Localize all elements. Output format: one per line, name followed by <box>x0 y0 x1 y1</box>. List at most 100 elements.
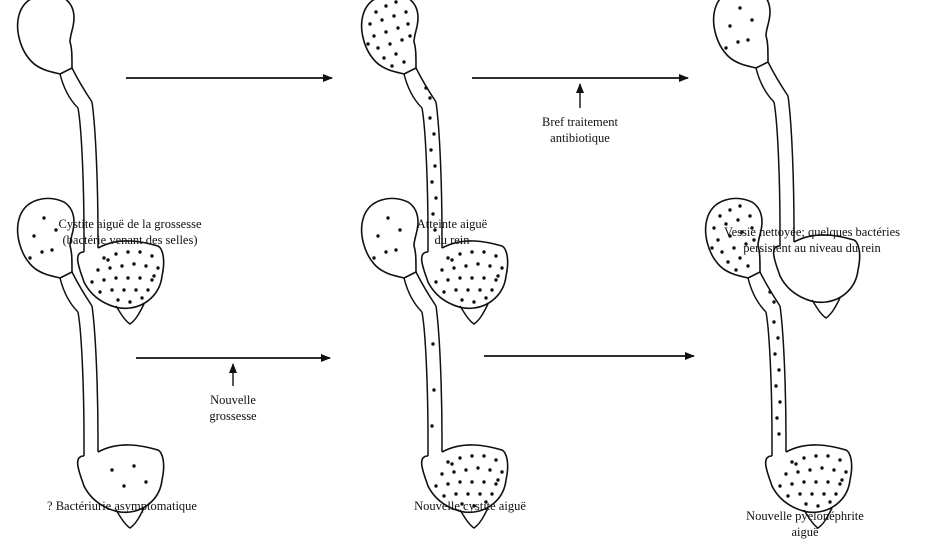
bladder-bacteria-dot <box>150 278 153 281</box>
stage-caption: Nouvelle pyélonéphrite <box>746 509 864 523</box>
ureter-bacteria-dot <box>430 180 433 183</box>
bladder-bacteria-dot <box>140 296 143 299</box>
bladder-bacteria-dot <box>144 264 147 267</box>
bladder-bacteria-dot <box>146 288 149 291</box>
bladder-bacteria-dot <box>96 268 99 271</box>
bladder-bacteria-dot <box>110 468 113 471</box>
bladder-bacteria-dot <box>90 280 93 283</box>
kidney-bacteria-dot <box>712 226 715 229</box>
kidney-bacteria-dot <box>724 222 727 225</box>
bladder-bacteria-dot <box>114 252 117 255</box>
kidney-bacteria-dot <box>738 256 741 259</box>
ureter-bacteria-dot <box>777 368 780 371</box>
bladder-bacteria-dot <box>470 276 473 279</box>
bladder-outline <box>766 445 852 512</box>
bladder-bacteria-dot <box>482 276 485 279</box>
ureter-bacteria-dot <box>776 336 779 339</box>
ureter-bacteria-dot <box>430 424 433 427</box>
ureter-bacteria-dot <box>424 86 427 89</box>
bladder-bacteria-dot <box>804 502 807 505</box>
ureter-bacteria-dot <box>777 432 780 435</box>
kidney-bacteria-dot <box>40 250 43 253</box>
bladder-bacteria-dot <box>834 492 837 495</box>
urethra-outline <box>812 298 840 318</box>
kidney-bacteria-dot <box>744 242 747 245</box>
kidney-bacteria-dot <box>726 260 729 263</box>
ureter-bacteria-dot <box>433 164 436 167</box>
bladder-bacteria-dot <box>446 278 449 281</box>
stage-illustration <box>362 198 508 528</box>
kidney-bacteria-dot <box>750 226 753 229</box>
bladder-outline <box>78 241 164 308</box>
bladder-bacteria-dot <box>838 482 841 485</box>
transition-label: Bref traitement <box>542 115 619 129</box>
bladder-bacteria-dot <box>434 280 437 283</box>
kidney-bacteria-dot <box>388 42 391 45</box>
bladder-bacteria-dot <box>464 264 467 267</box>
kidney-bacteria-dot <box>28 256 31 259</box>
bladder-bacteria-dot <box>442 494 445 497</box>
bladder-bacteria-dot <box>808 468 811 471</box>
bladder-bacteria-dot <box>150 254 153 257</box>
stage-caption: persistent au niveau du rein <box>743 241 881 255</box>
bladder-bacteria-dot <box>494 458 497 461</box>
bladder-bacteria-dot <box>470 250 473 253</box>
bladder-outline <box>422 241 508 308</box>
kidney-bacteria-dot <box>394 0 397 3</box>
kidney-bacteria-dot <box>42 216 45 219</box>
bladder-bacteria-dot <box>472 300 475 303</box>
ureter-outline <box>422 306 442 456</box>
kidney-bacteria-dot <box>374 10 377 13</box>
kidney-bacteria-dot <box>728 234 731 237</box>
kidney-bacteria-dot <box>750 18 753 21</box>
kidney-bacteria-dot <box>404 10 407 13</box>
kidney-bacteria-dot <box>408 34 411 37</box>
ureter-bacteria-dot <box>778 400 781 403</box>
kidney-bacteria-dot <box>54 228 57 231</box>
bladder-bacteria-dot <box>784 472 787 475</box>
renal-pelvis-outline <box>404 272 436 312</box>
bladder-bacteria-dot <box>458 480 461 483</box>
kidney-bacteria-dot <box>406 22 409 25</box>
bladder-bacteria-dot <box>138 250 141 253</box>
kidney-bacteria-dot <box>724 46 727 49</box>
kidney-bacteria-dot <box>372 34 375 37</box>
bladder-bacteria-dot <box>814 480 817 483</box>
bladder-bacteria-dot <box>98 290 101 293</box>
stage-caption: ? Bactériurie asymptomatique <box>47 499 197 513</box>
bladder-bacteria-dot <box>790 460 793 463</box>
bladder-bacteria-dot <box>134 288 137 291</box>
kidney-bacteria-dot <box>384 250 387 253</box>
kidney-bacteria-dot <box>384 30 387 33</box>
bladder-bacteria-dot <box>126 276 129 279</box>
transition-label: grossesse <box>209 409 257 423</box>
bladder-bacteria-dot <box>490 288 493 291</box>
ureter-bacteria-dot <box>434 196 437 199</box>
ureter-bacteria-dot <box>429 148 432 151</box>
bladder-bacteria-dot <box>152 274 155 277</box>
kidney-bacteria-dot <box>368 22 371 25</box>
stage-caption: Vessie nettoyée; quelques bactéries <box>724 225 900 239</box>
kidney-bacteria-dot <box>380 18 383 21</box>
urethra-outline <box>116 304 144 324</box>
kidney-bacteria-dot <box>728 208 731 211</box>
bladder-bacteria-dot <box>132 262 135 265</box>
bladder-bacteria-dot <box>446 482 449 485</box>
kidney-bacteria-dot <box>394 248 397 251</box>
kidney-bacteria-dot <box>718 214 721 217</box>
bladder-bacteria-dot <box>826 480 829 483</box>
kidney-bacteria-dot <box>400 38 403 41</box>
bladder-bacteria-dot <box>440 472 443 475</box>
kidney-bacteria-dot <box>746 264 749 267</box>
bladder-bacteria-dot <box>458 276 461 279</box>
bladder-bacteria-dot <box>458 252 461 255</box>
bladder-bacteria-dot <box>488 468 491 471</box>
bladder-bacteria-dot <box>450 258 453 261</box>
kidney-bacteria-dot <box>728 24 731 27</box>
ureter-bacteria-dot <box>775 416 778 419</box>
bladder-bacteria-dot <box>446 460 449 463</box>
stage-caption: du rein <box>434 233 470 247</box>
bladder-bacteria-dot <box>778 484 781 487</box>
kidney-bacteria-dot <box>738 6 741 9</box>
kidney-bacteria-dot <box>372 256 375 259</box>
